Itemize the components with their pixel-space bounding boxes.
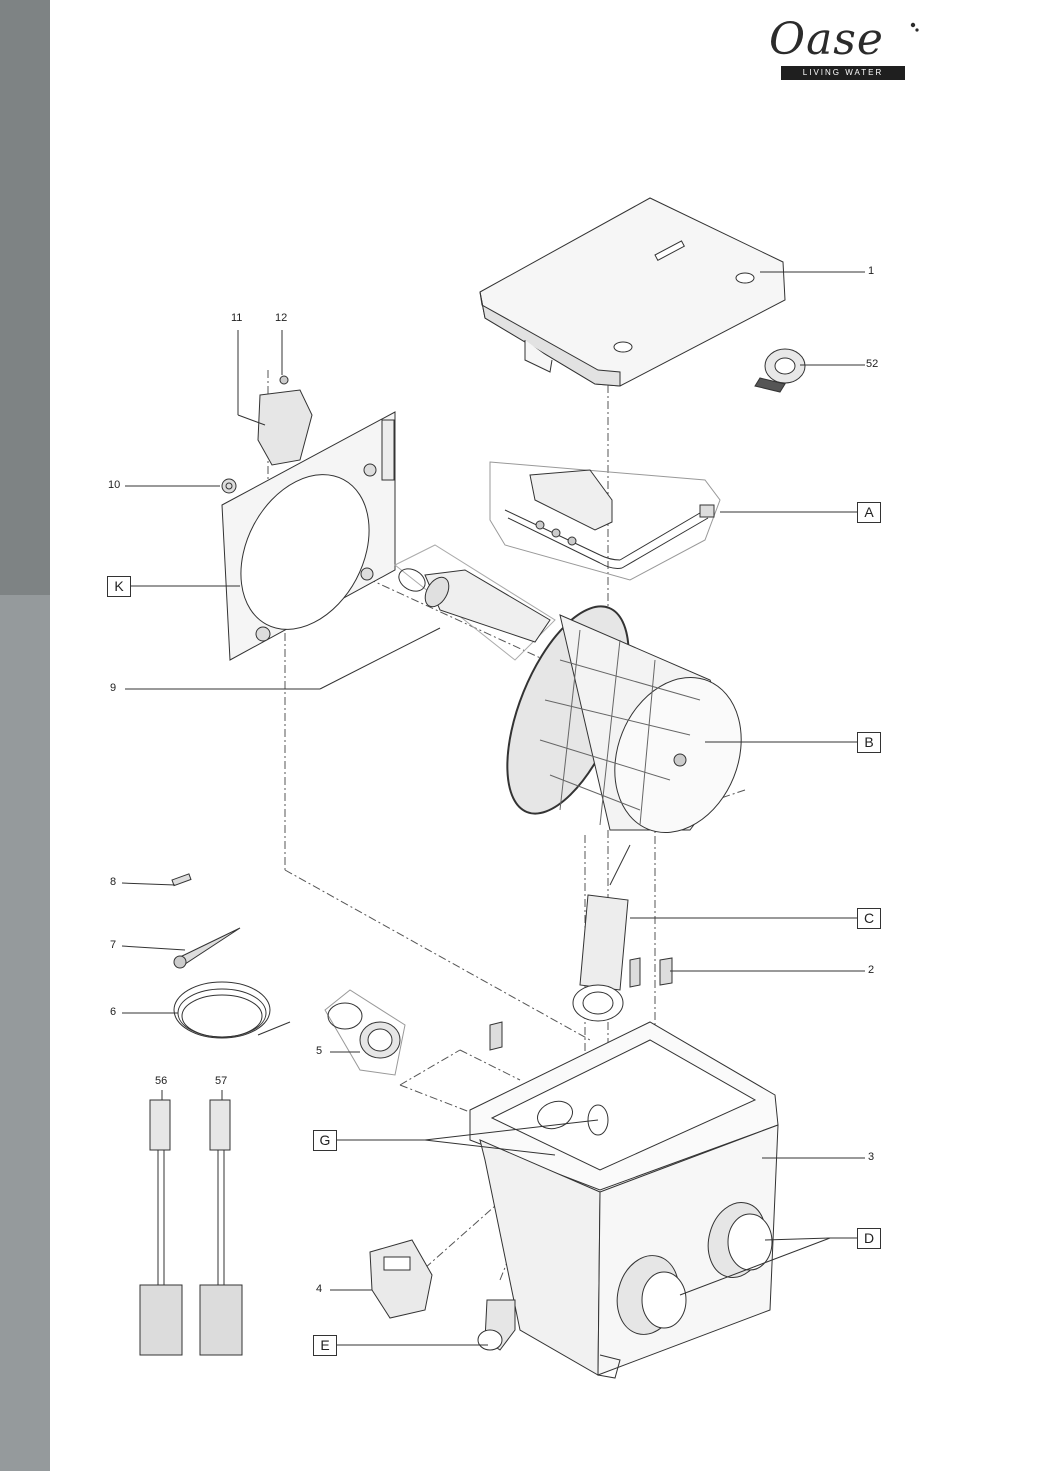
callout-4: 4 bbox=[316, 1283, 323, 1295]
callout-8: 8 bbox=[110, 876, 117, 888]
callout-7: 7 bbox=[110, 939, 117, 951]
fuse-part-8 bbox=[171, 873, 192, 887]
manifold-group-A bbox=[489, 461, 721, 581]
callout-3: 3 bbox=[868, 1151, 875, 1163]
callout-box-G: G bbox=[313, 1130, 337, 1151]
callout-9: 9 bbox=[110, 682, 117, 694]
callout-56: 56 bbox=[155, 1075, 168, 1087]
sidebar-band-dark bbox=[0, 0, 50, 595]
sidebar-band-light bbox=[0, 595, 50, 1471]
filter-cartridge-part-9 bbox=[394, 544, 556, 661]
callout-6: 6 bbox=[110, 1006, 117, 1018]
callout-2: 2 bbox=[868, 964, 875, 976]
brand-name: Oase bbox=[769, 14, 884, 65]
hose-coil-part-6 bbox=[173, 981, 291, 1039]
callout-box-B: B bbox=[857, 732, 881, 753]
callout-52: 52 bbox=[866, 358, 879, 370]
tape-roll-part bbox=[754, 348, 806, 393]
uv-unit-group-C bbox=[572, 844, 631, 1022]
drum-group-B bbox=[506, 605, 742, 834]
callout-12: 12 bbox=[275, 312, 288, 324]
callout-1: 1 bbox=[868, 265, 875, 277]
clamp-adapter-part-5 bbox=[324, 989, 406, 1076]
frame-plate-K bbox=[221, 411, 396, 661]
ground-spike-part-7 bbox=[173, 927, 241, 969]
connector-group-E bbox=[477, 1299, 516, 1351]
callout-box-D: D bbox=[857, 1228, 881, 1249]
callout-box-E: E bbox=[313, 1335, 337, 1356]
control-unit-part-4 bbox=[369, 1239, 433, 1319]
callout-10: 10 bbox=[108, 479, 121, 491]
nut-part-10 bbox=[221, 478, 237, 494]
lid-part bbox=[479, 197, 786, 387]
brand-mark-icon bbox=[910, 22, 919, 32]
callout-box-K: K bbox=[107, 576, 131, 597]
cable-part-57 bbox=[199, 1099, 243, 1356]
callout-box-C: C bbox=[857, 908, 881, 929]
callout-57: 57 bbox=[215, 1075, 228, 1087]
callout-5: 5 bbox=[316, 1045, 323, 1057]
cable-part-56 bbox=[139, 1099, 183, 1356]
callout-box-A: A bbox=[857, 502, 881, 523]
control-box-part-11 bbox=[257, 375, 313, 466]
housing-part-3 bbox=[469, 1021, 779, 1379]
brand-tagline: LIVING WATER bbox=[781, 66, 905, 80]
clips-part-2 bbox=[489, 957, 673, 1051]
callout-11: 11 bbox=[231, 312, 243, 324]
brand-logo: Oase LIVING WATER bbox=[765, 14, 925, 84]
